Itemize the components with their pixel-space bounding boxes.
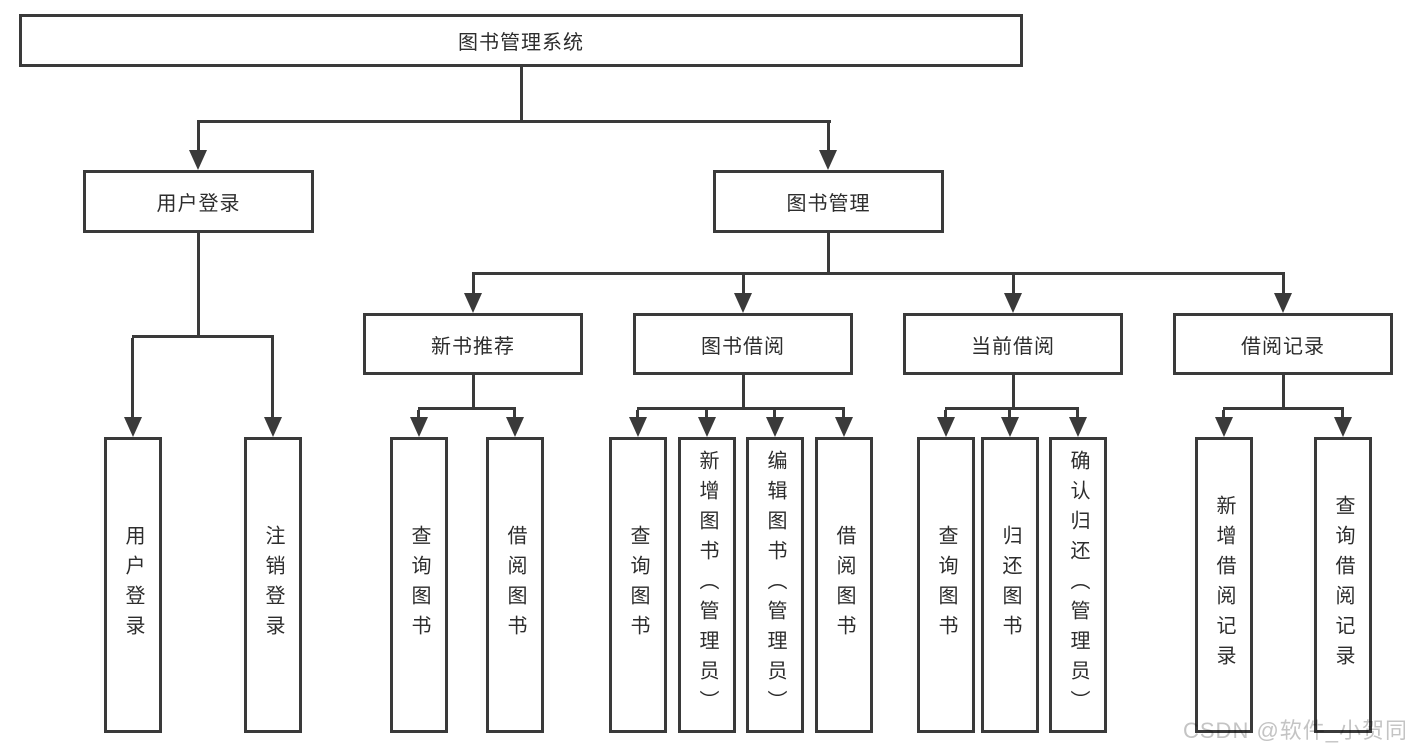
connector-borrow-drop-2 (705, 410, 708, 418)
connector-root-bar (197, 120, 831, 123)
connector-root-stem (520, 67, 523, 120)
node-book-borrowing: 图书借阅 (633, 313, 853, 375)
connector-newbook-stem (472, 375, 475, 407)
connector-borrow-drop-3 (773, 410, 776, 418)
connector-borrow-stem (742, 375, 745, 407)
arrowhead-current-borrow (1004, 293, 1022, 313)
node-borrowing-records: 借阅记录 (1173, 313, 1393, 375)
leaf-current-confirm-return-admin: 确认归还（管理员） (1049, 437, 1107, 733)
arrowhead-borrow-borrow (835, 417, 853, 437)
connector-userlogin-bar (132, 335, 274, 338)
connector-root-drop-left (197, 123, 200, 151)
connector-bookmgmt-drop-4 (1282, 275, 1285, 294)
connector-bookmgmt-bar (472, 272, 1285, 275)
arrowhead-current-return (1001, 417, 1019, 437)
connector-current-bar (945, 407, 1079, 410)
arrowhead-borrow-add (698, 417, 716, 437)
arrowhead-leaf-logout (264, 417, 282, 437)
connector-borrow-drop-4 (842, 410, 845, 418)
arrowhead-borrow-records (1274, 293, 1292, 313)
arrowhead-book-management (819, 150, 837, 170)
node-new-book-recommendation: 新书推荐 (363, 313, 583, 375)
connector-userlogin-stem (197, 233, 200, 335)
arrowhead-newbook-borrow (506, 417, 524, 437)
leaf-records-query-record: 查询借阅记录 (1314, 437, 1372, 733)
connector-current-drop-1 (944, 410, 947, 418)
leaf-borrow-borrow-books: 借阅图书 (815, 437, 873, 733)
arrowhead-newbook-query (410, 417, 428, 437)
leaf-newbook-query-books: 查询图书 (390, 437, 448, 733)
connector-records-drop-1 (1222, 410, 1225, 418)
connector-borrow-bar (637, 407, 845, 410)
arrowhead-current-query (937, 417, 955, 437)
arrowhead-borrow-query (629, 417, 647, 437)
arrowhead-records-query (1334, 417, 1352, 437)
connector-current-drop-2 (1008, 410, 1011, 418)
leaf-current-query-books: 查询图书 (917, 437, 975, 733)
connector-newbook-bar (418, 407, 516, 410)
leaf-records-add-record: 新增借阅记录 (1195, 437, 1253, 733)
connector-borrow-drop-1 (636, 410, 639, 418)
connector-userlogin-drop-1 (131, 338, 134, 418)
arrowhead-records-add (1215, 417, 1233, 437)
node-library-management-system: 图书管理系统 (19, 14, 1023, 67)
leaf-user-login: 用户登录 (104, 437, 162, 733)
connector-root-drop-right (827, 123, 830, 151)
connector-newbook-drop-1 (417, 410, 420, 418)
arrowhead-book-borrow (734, 293, 752, 313)
arrowhead-leaf-user-login (124, 417, 142, 437)
connector-records-bar (1223, 407, 1344, 410)
connector-bookmgmt-stem (827, 233, 830, 272)
connector-bookmgmt-drop-1 (472, 275, 475, 294)
connector-bookmgmt-drop-3 (1012, 275, 1015, 294)
node-current-borrowing: 当前借阅 (903, 313, 1123, 375)
connector-current-drop-3 (1076, 410, 1079, 418)
leaf-newbook-borrow-books: 借阅图书 (486, 437, 544, 733)
arrowhead-borrow-edit (766, 417, 784, 437)
connector-current-stem (1012, 375, 1015, 407)
connector-records-stem (1282, 375, 1285, 407)
arrowhead-new-book (464, 293, 482, 313)
node-book-management: 图书管理 (713, 170, 944, 233)
leaf-borrow-edit-books-admin: 编辑图书（管理员） (746, 437, 804, 733)
arrowhead-user-login (189, 150, 207, 170)
arrowhead-current-confirm (1069, 417, 1087, 437)
connector-bookmgmt-drop-2 (742, 275, 745, 294)
csdn-watermark: CSDN @软件_小贺同学 (1183, 718, 1405, 743)
leaf-borrow-add-books-admin: 新增图书（管理员） (678, 437, 736, 733)
connector-newbook-drop-2 (513, 410, 516, 418)
node-user-login: 用户登录 (83, 170, 314, 233)
connector-userlogin-drop-2 (271, 338, 274, 418)
leaf-logout: 注销登录 (244, 437, 302, 733)
leaf-borrow-query-books: 查询图书 (609, 437, 667, 733)
leaf-current-return-books: 归还图书 (981, 437, 1039, 733)
connector-records-drop-2 (1341, 410, 1344, 418)
